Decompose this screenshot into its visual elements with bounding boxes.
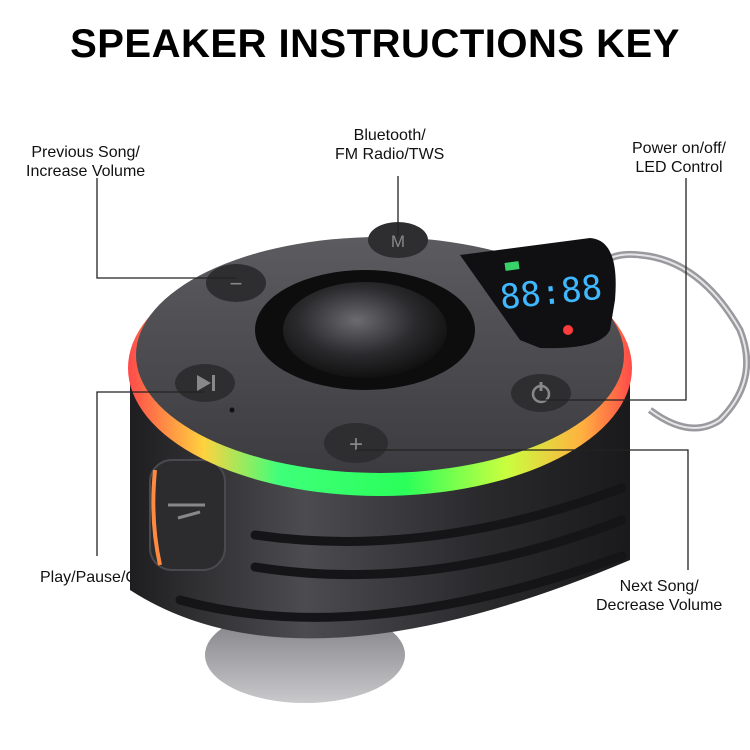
play-pause-label: Play/Pause/Call <box>40 569 153 586</box>
svg-text:−: − <box>230 271 243 296</box>
plus-button[interactable]: + <box>324 423 388 463</box>
phone-icon <box>168 503 205 520</box>
power-button[interactable] <box>511 374 571 412</box>
carabiner-hook <box>581 250 750 432</box>
speaker-dome <box>283 282 447 378</box>
minus-button[interactable]: − <box>206 264 266 302</box>
side-grooves <box>175 483 627 622</box>
led-display: 88:88 <box>460 238 616 349</box>
svg-text:+: + <box>349 431 363 458</box>
svg-text:M: M <box>391 232 405 251</box>
mic-hole <box>229 407 235 413</box>
power-label: Power on/off/ LED Control <box>632 140 726 176</box>
prev-play-button[interactable] <box>175 364 235 402</box>
mode-button[interactable]: M <box>368 222 428 258</box>
previous-song-label: Previous Song/ Increase Volume <box>26 144 146 180</box>
callout-lines <box>96 176 689 570</box>
bluetooth-label: Bluetooth/ FM Radio/TWS <box>335 127 445 163</box>
page-title: SPEAKER INSTRUCTIONS KEY <box>70 22 680 66</box>
side-led <box>151 469 162 566</box>
next-song-label: Next Song/ Decrease Volume <box>596 578 723 614</box>
